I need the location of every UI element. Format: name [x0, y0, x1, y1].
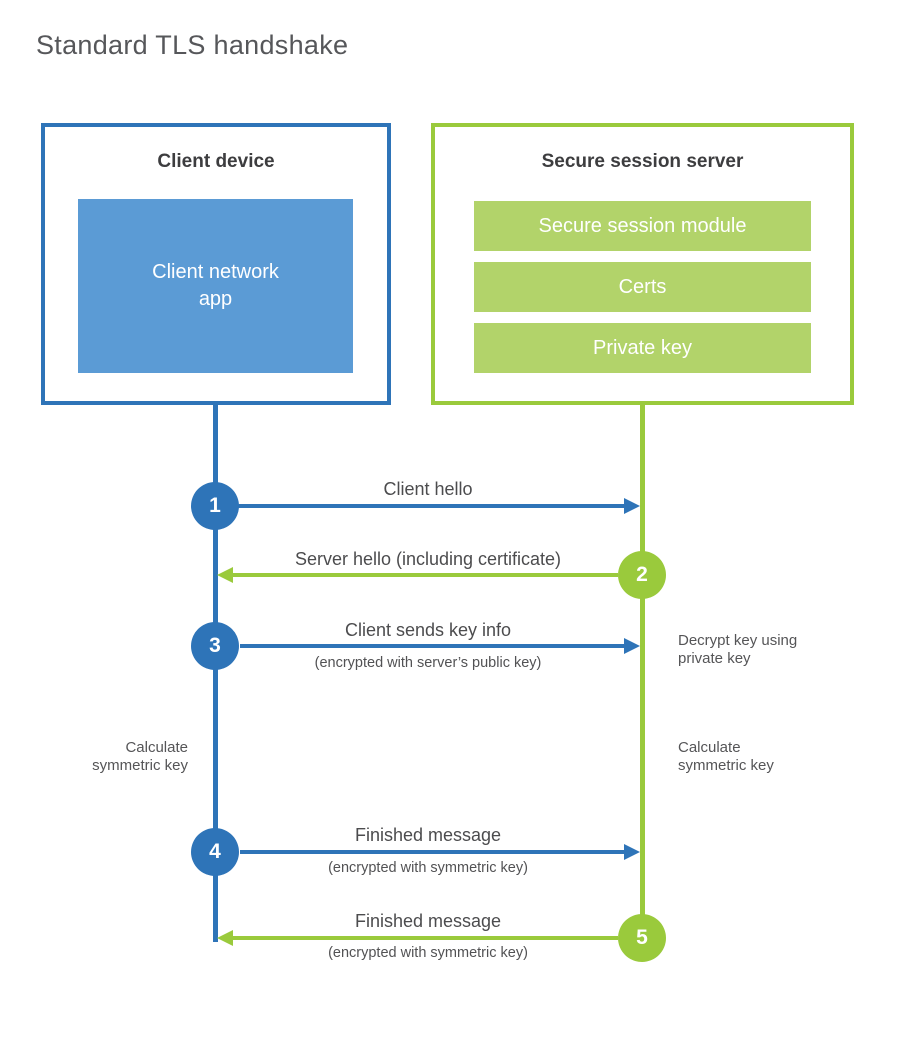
server-module-private-key: Private key — [474, 323, 811, 373]
step-circle-2: 2 — [618, 551, 666, 599]
arrow-right-icon — [624, 844, 640, 860]
message-2-label: Server hello (including certificate) — [294, 549, 562, 569]
arrow-right-icon — [624, 498, 640, 514]
message-4-sublabel: (encrypted with symmetric key) — [328, 860, 528, 876]
arrow-4-line — [240, 850, 624, 854]
step-circle-1: 1 — [191, 482, 239, 530]
arrow-2-line — [233, 573, 618, 577]
message-5-label: Finished message — [354, 911, 502, 931]
client-lifeline — [213, 405, 218, 942]
arrow-1-line — [237, 504, 624, 508]
arrow-right-icon — [624, 638, 640, 654]
message-3-sublabel: (encrypted with server’s public key) — [314, 655, 542, 671]
step-circle-3: 3 — [191, 622, 239, 670]
note-server-decrypt-key: Decrypt key using private key — [678, 632, 798, 667]
step-circle-5: 5 — [618, 914, 666, 962]
server-module-secure-session: Secure session module — [474, 201, 811, 251]
message-3-label: Client sends key info — [344, 620, 512, 640]
secure-session-server-title: Secure session server — [541, 151, 744, 172]
note-server-calculate-symmetric-key: Calculate symmetric key — [678, 739, 774, 774]
server-module-certs: Certs — [474, 262, 811, 312]
message-1-label: Client hello — [383, 479, 473, 499]
arrow-3-line — [240, 644, 624, 648]
client-network-app-block: Client network app — [78, 199, 353, 373]
server-lifeline — [640, 405, 645, 940]
message-4-label: Finished message — [354, 825, 502, 845]
client-device-title: Client device — [157, 151, 275, 172]
note-client-calculate-symmetric-key: Calculate symmetric key — [92, 739, 188, 774]
arrow-left-icon — [217, 930, 233, 946]
arrow-left-icon — [217, 567, 233, 583]
message-5-sublabel: (encrypted with symmetric key) — [328, 945, 528, 961]
step-circle-4: 4 — [191, 828, 239, 876]
page-title: Standard TLS handshake — [36, 30, 349, 60]
arrow-5-line — [233, 936, 618, 940]
